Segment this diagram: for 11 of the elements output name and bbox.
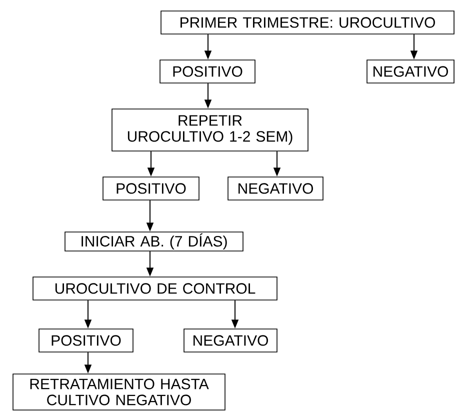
process-box: NEGATIVO bbox=[228, 176, 324, 200]
process-box: PRIMER TRIMESTRE: UROCULTIVO bbox=[160, 10, 454, 34]
process-box: POSITIVO bbox=[160, 60, 256, 84]
process-box: NEGATIVO bbox=[184, 328, 278, 352]
process-box: INICIAR AB. (7 DÍAS) bbox=[64, 232, 244, 252]
process-box: POSITIVO bbox=[102, 176, 200, 200]
process-box: UROCULTIVO DE CONTROL bbox=[32, 276, 278, 300]
process-box: POSITIVO bbox=[38, 328, 134, 352]
process-box: RETRATAMIENTO HASTA CULTIVO NEGATIVO bbox=[12, 374, 226, 410]
process-box: REPETIR UROCULTIVO 1-2 SEM) bbox=[112, 108, 308, 152]
process-box: NEGATIVO bbox=[366, 60, 454, 84]
